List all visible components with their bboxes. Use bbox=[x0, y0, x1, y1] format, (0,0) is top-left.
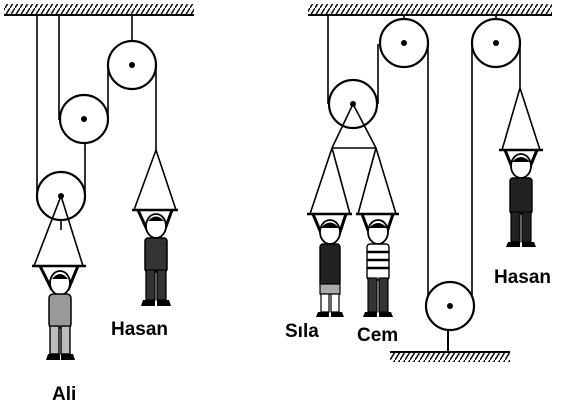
left-ropes bbox=[36, 15, 157, 230]
sila-cem-frame bbox=[309, 103, 397, 215]
right-fixed-pulley-right bbox=[470, 17, 522, 69]
label-hasan-left: Hasan bbox=[111, 319, 168, 340]
left-ceiling bbox=[4, 4, 194, 16]
label-ali: Ali bbox=[52, 384, 76, 405]
label-sila: Sıla bbox=[285, 321, 319, 342]
right-ceiling bbox=[308, 4, 552, 16]
left-middle-pulley bbox=[58, 93, 110, 145]
left-fixed-pulley bbox=[106, 39, 158, 91]
right-floor-pulley bbox=[424, 280, 476, 332]
cem-figure bbox=[356, 212, 399, 317]
label-hasan-right: Hasan bbox=[494, 267, 551, 288]
label-cem: Cem bbox=[357, 325, 398, 346]
right-fixed-pulley-left bbox=[378, 17, 430, 69]
right-floor bbox=[390, 330, 510, 362]
ali-figure bbox=[32, 195, 86, 360]
sila-figure bbox=[307, 212, 352, 317]
hasan-left-figure bbox=[132, 149, 178, 306]
hasan-right-figure bbox=[499, 87, 543, 247]
